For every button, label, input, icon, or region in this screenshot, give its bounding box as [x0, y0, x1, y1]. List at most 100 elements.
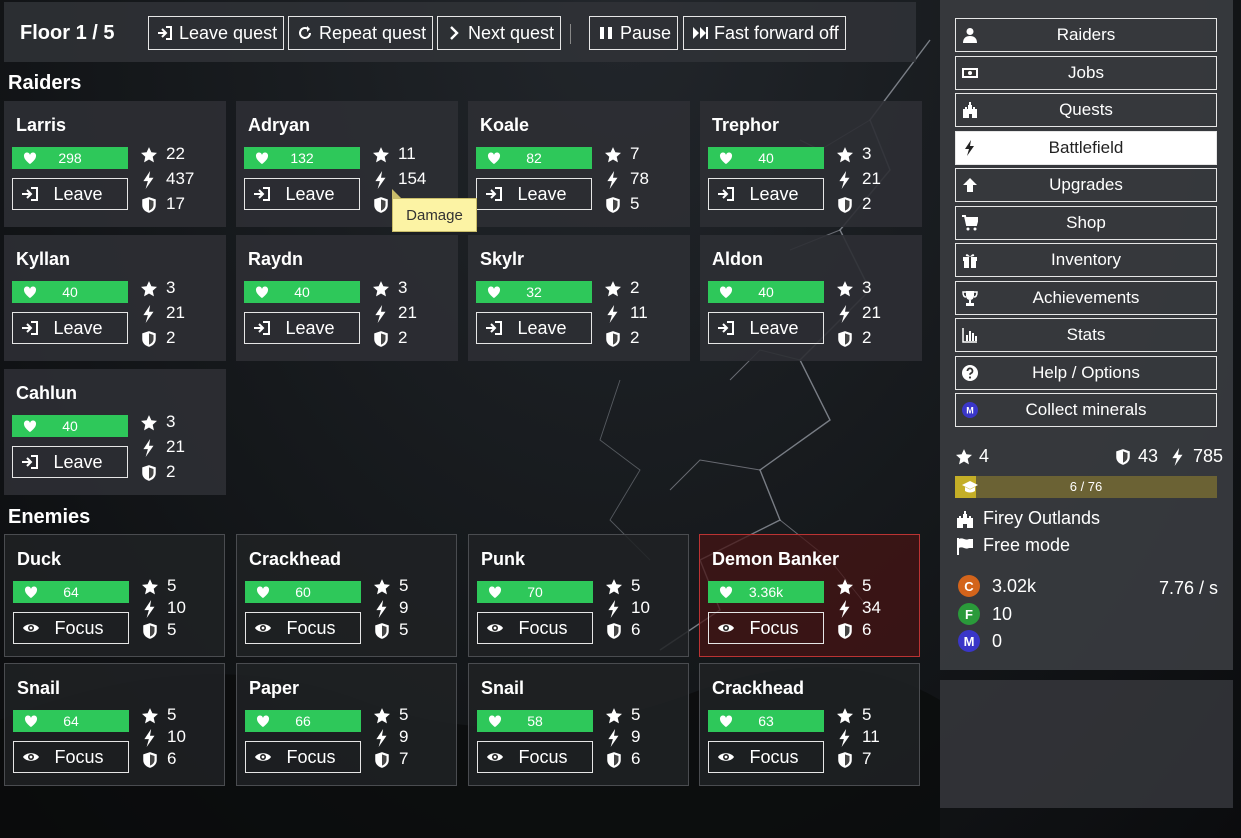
- shield-icon: [836, 330, 854, 347]
- damage-stat[interactable]: 9: [373, 726, 408, 748]
- nav-shop[interactable]: Shop: [955, 205, 1217, 240]
- leave-button[interactable]: Leave: [12, 312, 128, 344]
- nav-achievements[interactable]: Achievements: [955, 280, 1217, 315]
- level-stat: 5: [141, 575, 186, 597]
- enemy-name: Paper: [249, 678, 300, 698]
- sign-out-icon: [158, 26, 172, 40]
- health-value: 132: [290, 150, 314, 166]
- shield-icon: [140, 464, 158, 481]
- level-stat: 3: [140, 275, 185, 300]
- raider-name: Skylr: [480, 249, 525, 269]
- damage-stat[interactable]: 154: [372, 166, 426, 191]
- star-icon: [140, 146, 158, 162]
- star-icon: [373, 578, 391, 595]
- focus-button[interactable]: Focus: [13, 612, 129, 644]
- shield-icon: [604, 330, 622, 347]
- leave-button[interactable]: Leave: [244, 178, 360, 210]
- leave-button[interactable]: Leave: [476, 312, 592, 344]
- eye-icon: [486, 620, 504, 636]
- damage-stat[interactable]: 21: [140, 434, 185, 459]
- nav-inventory[interactable]: Inventory: [955, 243, 1217, 277]
- eye-icon: [717, 749, 735, 765]
- damage-stat[interactable]: 10: [141, 597, 186, 619]
- leave-button[interactable]: Leave: [12, 446, 128, 478]
- nav-label: Raiders: [1056, 25, 1116, 44]
- focus-button[interactable]: Focus: [477, 612, 593, 644]
- pause-button[interactable]: Pause: [589, 16, 679, 50]
- star-icon: [836, 578, 854, 595]
- level-stat: 7: [604, 141, 649, 166]
- damage-stat[interactable]: 21: [372, 300, 417, 325]
- defense-stat: 5: [141, 619, 186, 641]
- defense-stat: 6: [141, 748, 186, 770]
- nav-help-options[interactable]: Help / Options: [955, 355, 1217, 390]
- heart-icon: [22, 150, 38, 166]
- star-icon: [836, 707, 854, 724]
- eye-icon: [717, 620, 735, 636]
- bolt-icon: [140, 304, 158, 323]
- focus-button[interactable]: Focus: [13, 741, 129, 773]
- leave-button[interactable]: Leave: [12, 178, 128, 210]
- damage-stat[interactable]: 10: [605, 597, 650, 619]
- damage-stat[interactable]: 9: [373, 597, 408, 619]
- damage-stat[interactable]: 21: [140, 300, 185, 325]
- nav-jobs[interactable]: Jobs: [955, 55, 1217, 90]
- damage-stat[interactable]: 9: [605, 726, 640, 748]
- shield-icon: [140, 330, 158, 347]
- bolt-icon: [962, 139, 978, 156]
- health-bar: 32: [476, 281, 592, 303]
- heart-icon: [255, 713, 271, 729]
- fast-forward-button[interactable]: Fast forward off: [683, 16, 846, 50]
- leave-button[interactable]: Leave: [244, 312, 360, 344]
- shield-icon: [1116, 448, 1130, 465]
- focus-button[interactable]: Focus: [245, 612, 361, 644]
- graduation-cap-icon: [962, 481, 978, 493]
- heart-icon: [23, 713, 39, 729]
- button-label: Focus: [286, 617, 336, 638]
- nav-upgrades[interactable]: Upgrades: [955, 168, 1217, 202]
- sign-out-icon: [21, 454, 39, 470]
- sign-out-icon: [253, 320, 271, 336]
- leave-button[interactable]: Leave: [476, 178, 592, 210]
- side-panel-lower: [940, 680, 1233, 808]
- nav-stats[interactable]: Stats: [955, 318, 1217, 352]
- damage-stat[interactable]: 11: [836, 726, 880, 748]
- income-rate: 7.76 / s: [1158, 578, 1218, 598]
- damage-stat[interactable]: 34: [836, 597, 881, 619]
- focus-button[interactable]: Focus: [708, 612, 824, 644]
- nav-raiders[interactable]: Raiders: [955, 18, 1217, 52]
- damage-stat[interactable]: 11: [604, 300, 648, 325]
- repeat-quest-button[interactable]: Repeat quest: [288, 16, 434, 50]
- star-icon: [605, 578, 623, 595]
- focus-button[interactable]: Focus: [477, 741, 593, 773]
- health-value: 63: [758, 713, 774, 729]
- button-label: Leave: [285, 317, 335, 338]
- level-stat: 5: [836, 575, 881, 597]
- damage-stat[interactable]: 10: [141, 726, 186, 748]
- focus-button[interactable]: Focus: [245, 741, 361, 773]
- level-stat: 11: [372, 141, 426, 166]
- next-quest-button[interactable]: Next quest: [437, 16, 562, 50]
- heart-icon: [486, 150, 502, 166]
- leave-button[interactable]: Leave: [708, 312, 824, 344]
- team-damage: 785: [1169, 446, 1223, 467]
- leave-button[interactable]: Leave: [708, 178, 824, 210]
- health-value: 40: [758, 284, 774, 300]
- damage-stat[interactable]: 437: [140, 166, 194, 191]
- nav-label: Inventory: [1051, 250, 1121, 269]
- damage-stat[interactable]: 21: [836, 166, 881, 191]
- leave-quest-button[interactable]: Leave quest: [148, 16, 285, 50]
- nav-quests[interactable]: Quests: [955, 93, 1217, 127]
- star-icon: [836, 280, 854, 296]
- nav-battlefield[interactable]: Battlefield: [955, 130, 1217, 165]
- damage-stat[interactable]: 78: [604, 166, 649, 191]
- damage-stat[interactable]: 21: [836, 300, 881, 325]
- focus-button[interactable]: Focus: [708, 741, 824, 773]
